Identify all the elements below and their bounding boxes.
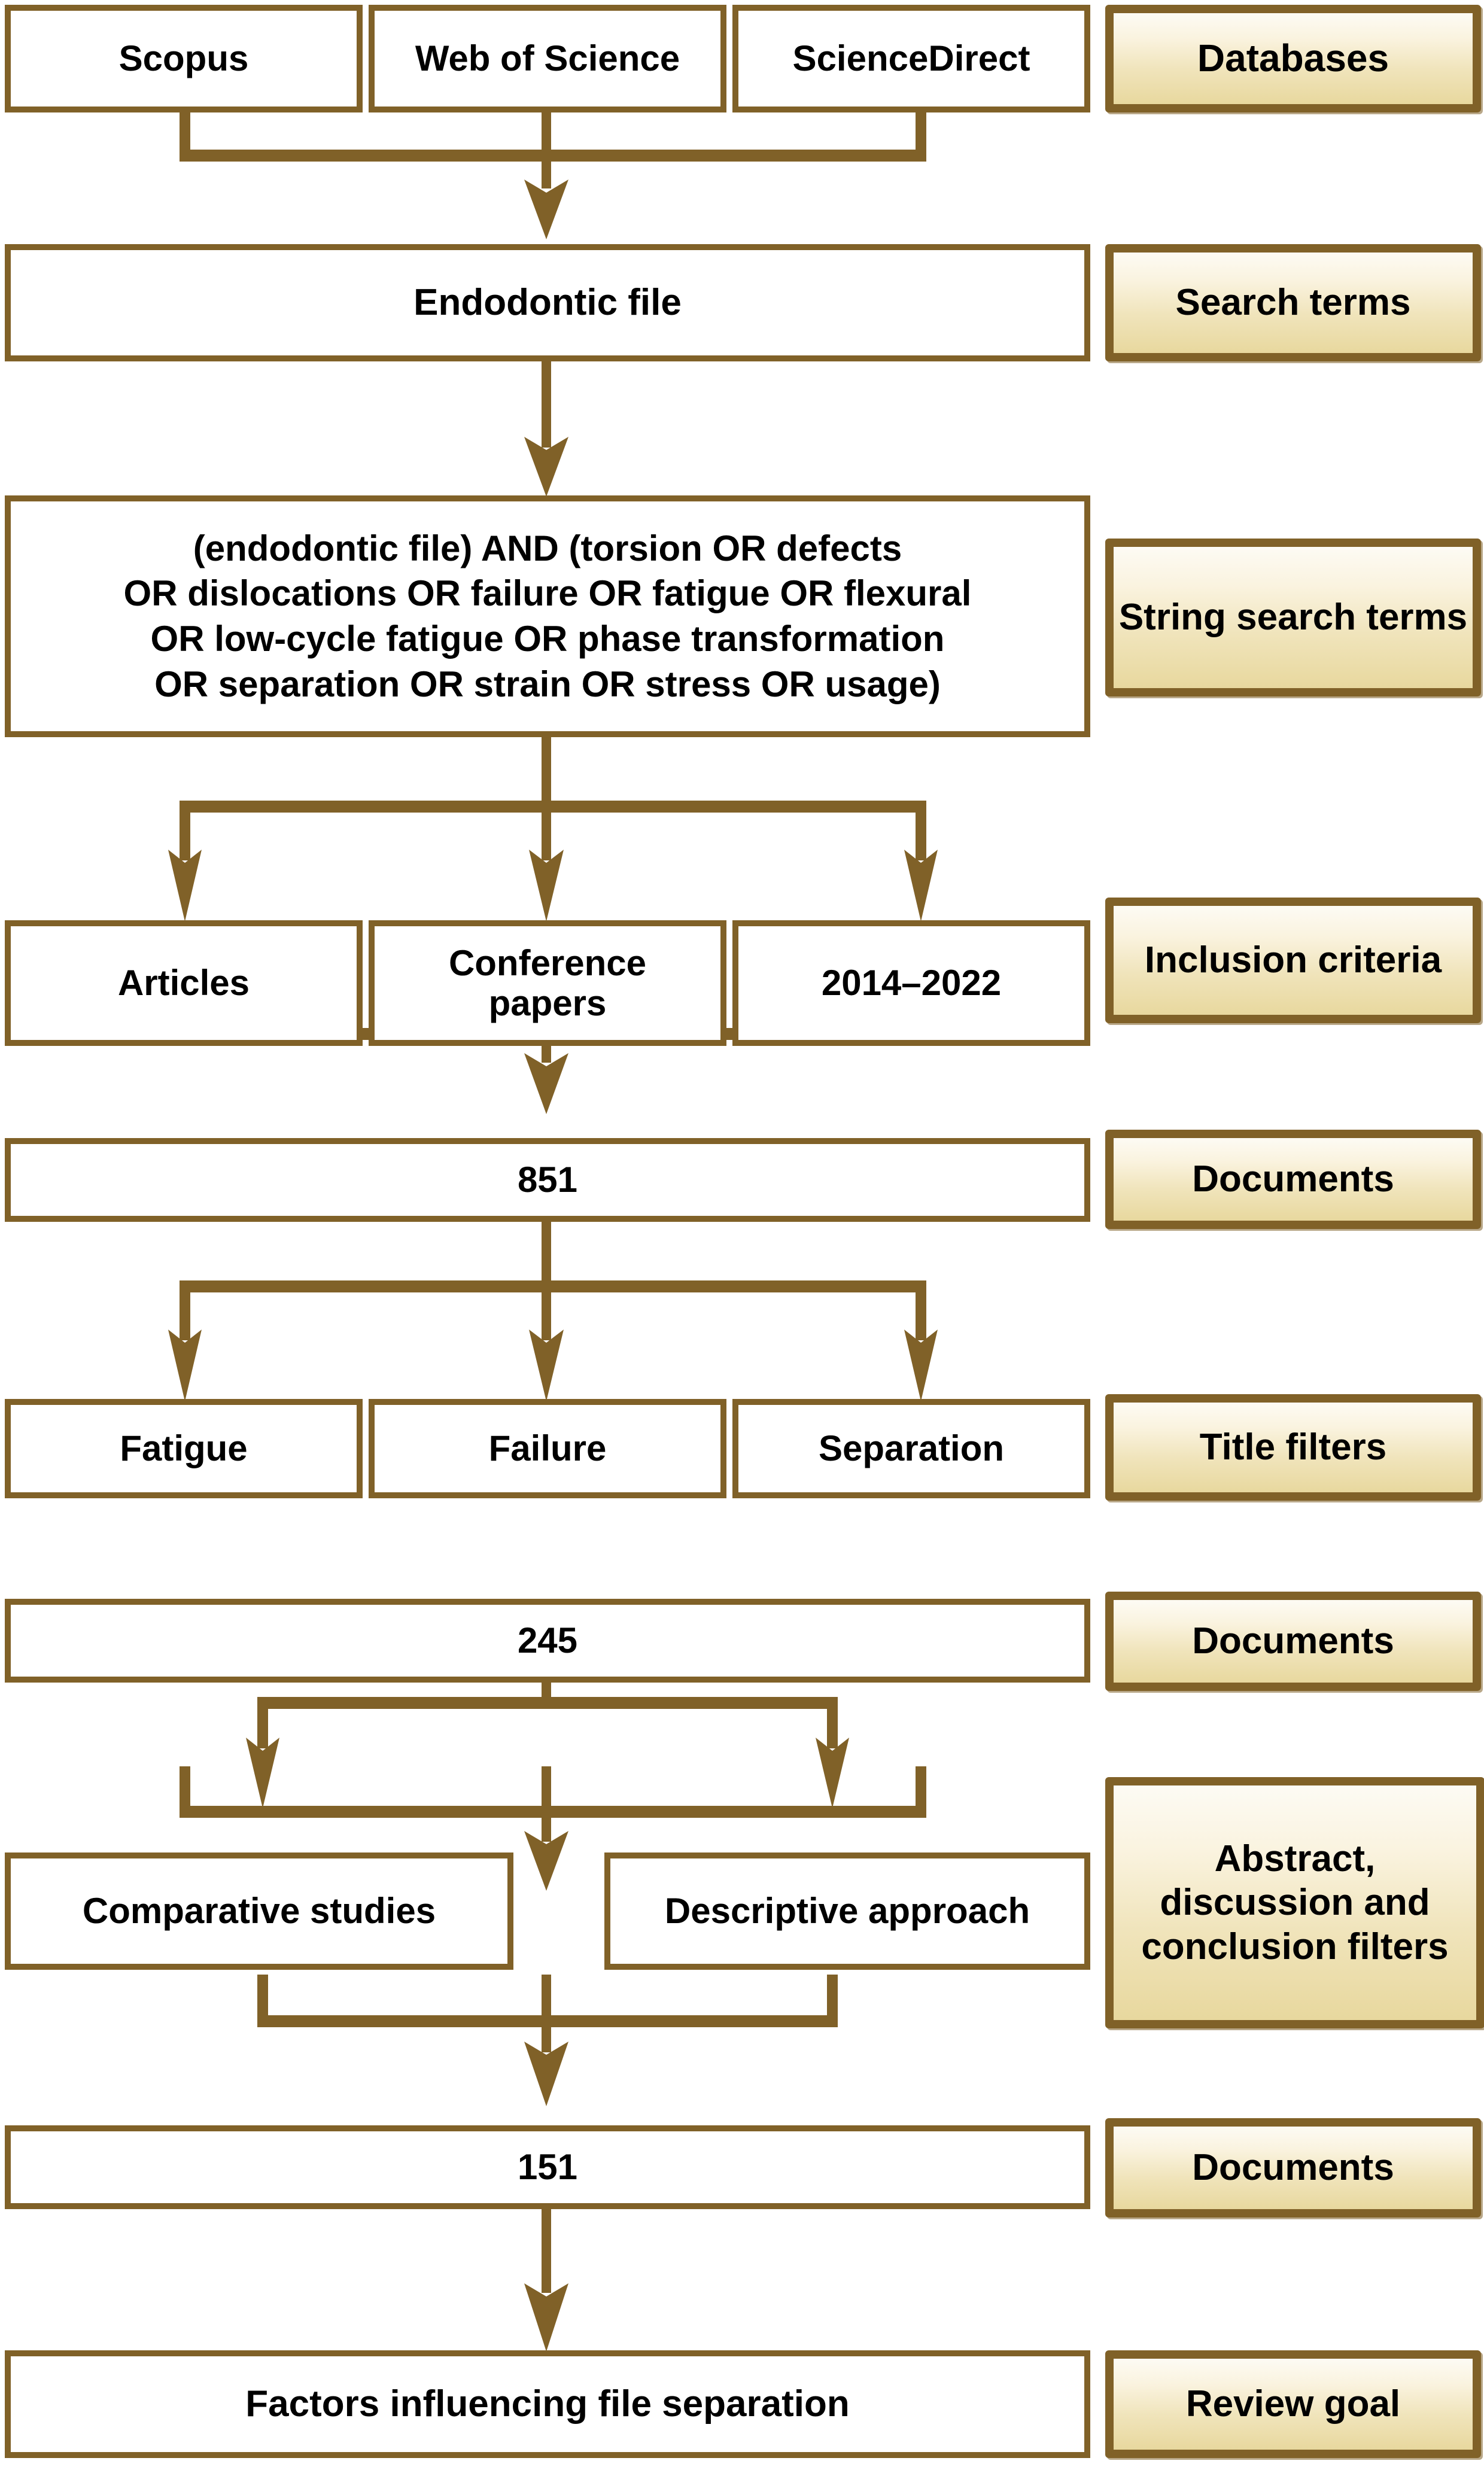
node-conference-papers-label: Conference papers [448, 942, 647, 1023]
node-sciencedirect[interactable]: ScienceDirect [732, 5, 1090, 112]
node-comparative-studies[interactable]: Comparative studies [5, 1852, 513, 1970]
node-string-search-query[interactable]: (endodontic file) AND (torsion OR defect… [5, 495, 1090, 737]
node-separation[interactable]: Separation [732, 1399, 1090, 1498]
label-string-search-terms: String search terms [1105, 539, 1481, 696]
label-documents-3-text: Documents [1192, 2146, 1394, 2188]
node-web-of-science[interactable]: Web of Science [369, 5, 726, 112]
node-endodontic-file[interactable]: Endodontic file [5, 244, 1090, 361]
node-descriptive-approach-label: Descriptive approach [664, 1891, 1030, 1931]
node-failure[interactable]: Failure [369, 1399, 726, 1498]
label-inclusion-criteria: Inclusion criteria [1105, 898, 1481, 1023]
node-articles-label: Articles [117, 963, 250, 1003]
node-separation-label: Separation [818, 1428, 1005, 1469]
node-endodontic-file-label: Endodontic file [413, 282, 682, 324]
node-comparative-studies-label: Comparative studies [82, 1891, 436, 1931]
node-conference-papers[interactable]: Conference papers [369, 920, 726, 1046]
node-documents-151-value: 151 [517, 2147, 578, 2188]
node-review-goal-value[interactable]: Factors influencing file separation [5, 2350, 1090, 2458]
node-sciencedirect-label: ScienceDirect [792, 38, 1030, 79]
node-articles[interactable]: Articles [5, 920, 363, 1046]
label-abstract-filters: Abstract, discussion and conclusion filt… [1105, 1777, 1484, 2028]
node-year-range[interactable]: 2014–2022 [732, 920, 1090, 1046]
label-search-terms: Search terms [1105, 244, 1481, 361]
label-title-filters-text: Title filters [1199, 1426, 1387, 1468]
node-year-range-label: 2014–2022 [821, 963, 1002, 1003]
node-scopus-label: Scopus [118, 38, 249, 79]
node-documents-245[interactable]: 245 [5, 1599, 1090, 1683]
label-documents-2-text: Documents [1192, 1620, 1394, 1662]
node-documents-851[interactable]: 851 [5, 1138, 1090, 1222]
node-review-goal-text: Factors influencing file separation [245, 2383, 850, 2425]
node-documents-245-value: 245 [517, 1620, 578, 1661]
label-title-filters: Title filters [1105, 1394, 1481, 1501]
label-documents-1: Documents [1105, 1130, 1481, 1229]
node-fatigue-label: Fatigue [120, 1428, 248, 1469]
label-documents-2: Documents [1105, 1592, 1481, 1691]
node-web-of-science-label: Web of Science [415, 38, 680, 79]
label-string-search-terms-text: String search terms [1118, 596, 1468, 638]
node-string-search-query-text: (endodontic file) AND (torsion OR defect… [123, 528, 972, 704]
label-documents-3: Documents [1105, 2118, 1481, 2217]
label-documents-1-text: Documents [1192, 1158, 1394, 1200]
node-documents-851-value: 851 [517, 1160, 578, 1200]
node-scopus[interactable]: Scopus [5, 5, 363, 112]
label-databases-text: Databases [1197, 36, 1389, 80]
label-review-goal: Review goal [1105, 2350, 1481, 2458]
label-review-goal-text: Review goal [1185, 2383, 1401, 2425]
label-search-terms-text: Search terms [1175, 281, 1411, 323]
label-databases: Databases [1105, 5, 1481, 112]
node-documents-151[interactable]: 151 [5, 2125, 1090, 2209]
node-fatigue[interactable]: Fatigue [5, 1399, 363, 1498]
node-descriptive-approach[interactable]: Descriptive approach [604, 1852, 1090, 1970]
label-abstract-filters-text: Abstract, discussion and conclusion filt… [1141, 1838, 1449, 1967]
node-failure-label: Failure [488, 1428, 607, 1469]
label-inclusion-criteria-text: Inclusion criteria [1144, 939, 1442, 981]
